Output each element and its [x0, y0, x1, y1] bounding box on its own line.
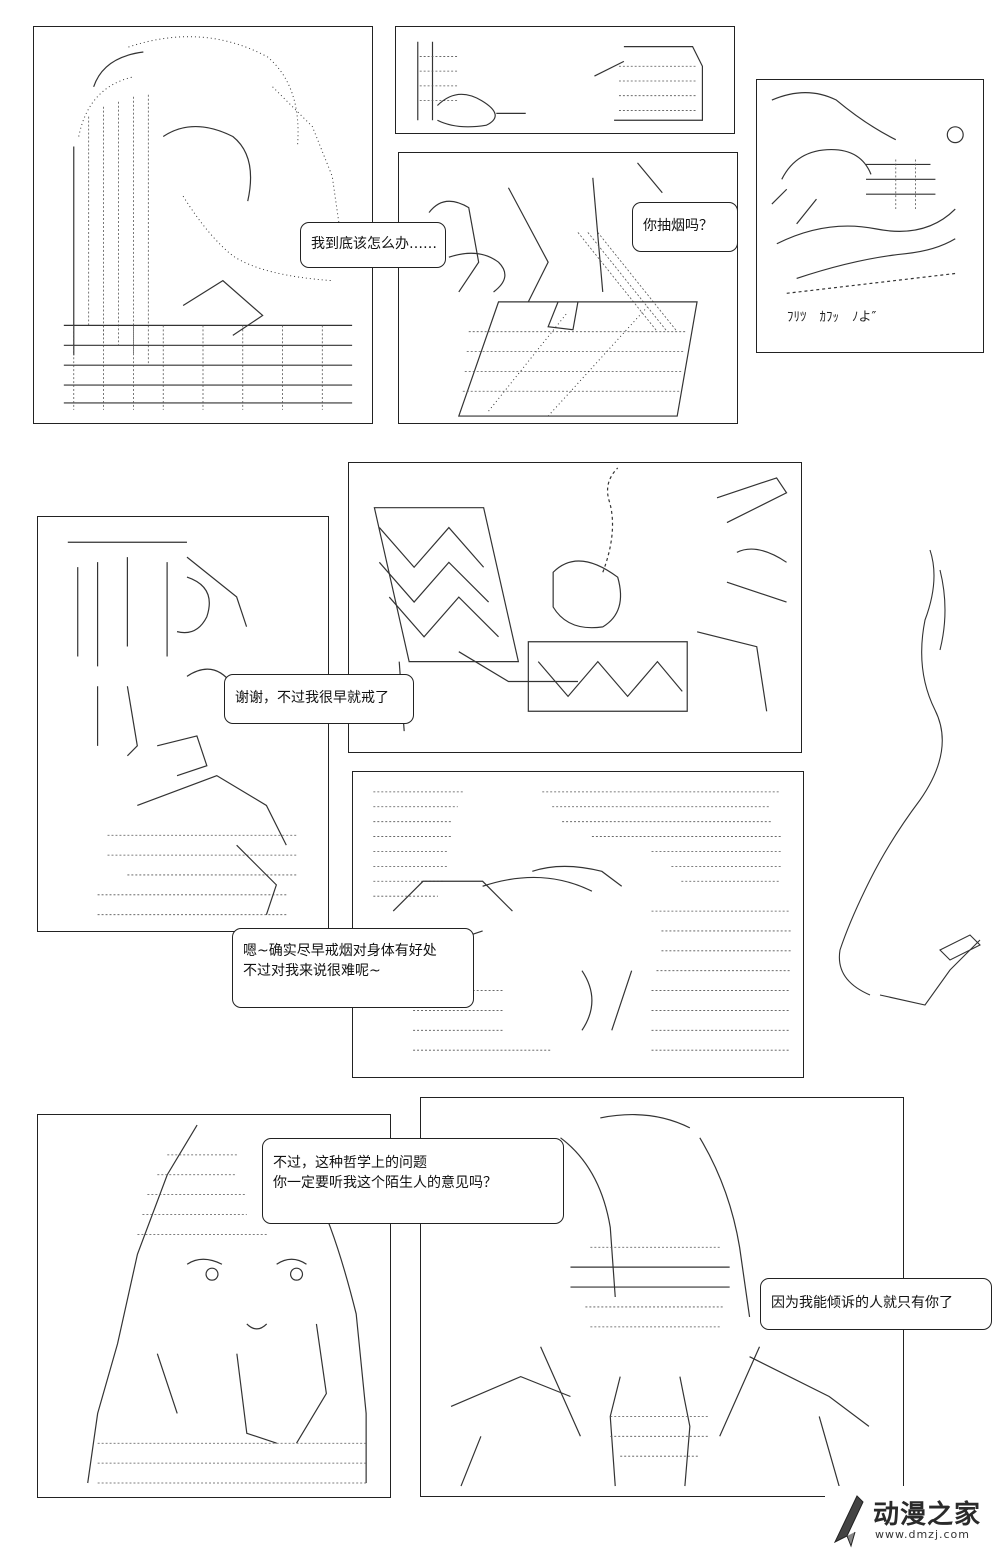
- speech-bubble-quit-early: 谢谢，不过我很早就戒了: [224, 674, 414, 724]
- panel-3-smoking-figure: [398, 152, 738, 424]
- speech-bubble-do-you-smoke: 你抽烟吗？: [632, 202, 738, 252]
- bubble-text-line-1: 不过，这种哲学上的问题: [273, 1155, 427, 1171]
- bubble-text-line-2: 你一定要听我这个陌生人的意见吗？: [273, 1175, 497, 1191]
- panel-7-hatched-figure: [352, 771, 804, 1078]
- watermark-brand: 动漫之家: [873, 1500, 982, 1530]
- bubble-text: 谢谢，不过我很早就戒了: [235, 690, 389, 706]
- sfx-text: ﾌﾘﾂ ｶﾌｯ ﾉよ″: [787, 310, 877, 325]
- smoke-trail-art: [838, 549, 981, 1006]
- speech-bubble-philosophy: 不过，这种哲学上的问题 你一定要听我这个陌生人的意见吗？: [262, 1138, 564, 1224]
- panel-6-cigarette-pack: [348, 462, 802, 753]
- dmzj-logo-icon: [833, 1495, 864, 1548]
- bubble-text: 因为我能倾诉的人就只有你了: [771, 1295, 953, 1311]
- speech-bubble-only-you: 因为我能倾诉的人就只有你了: [760, 1278, 992, 1330]
- ascii-art-hatched-figure: [373, 791, 791, 1051]
- bubble-text-line-2: 不过对我来说很难呢~: [243, 963, 381, 979]
- bubble-text: 我到底该怎么办……: [311, 236, 437, 252]
- speech-bubble-how-to-do: 我到底该怎么办……: [300, 222, 446, 268]
- speech-bubble-quit-good: 嗯~确实尽早戒烟对身体有好处 不过对我来说很难呢~: [232, 928, 474, 1008]
- ascii-art-cigarette-pack: [373, 467, 788, 732]
- panel-4-wave-sfx: ﾌﾘﾂ ｶﾌｯ ﾉよ″: [756, 79, 984, 353]
- ascii-art-listener: [450, 1114, 870, 1487]
- ascii-art-wave: [771, 92, 964, 294]
- panel-2-hand-lighter: [395, 26, 735, 134]
- bubble-text-line-1: 嗯~确实尽早戒烟对身体有好处: [243, 943, 437, 959]
- ascii-art-cigarette-scene: [428, 162, 698, 417]
- panel-5-seated-figure: [37, 516, 329, 932]
- ascii-art-figure: [63, 36, 353, 410]
- ascii-art-hand: [417, 41, 703, 128]
- watermark-url: www.dmzj.com: [875, 1528, 970, 1541]
- ascii-art-seated: [67, 541, 297, 916]
- bubble-text: 你抽烟吗？: [643, 218, 713, 234]
- site-watermark: 动漫之家 www.dmzj.com: [825, 1486, 1000, 1552]
